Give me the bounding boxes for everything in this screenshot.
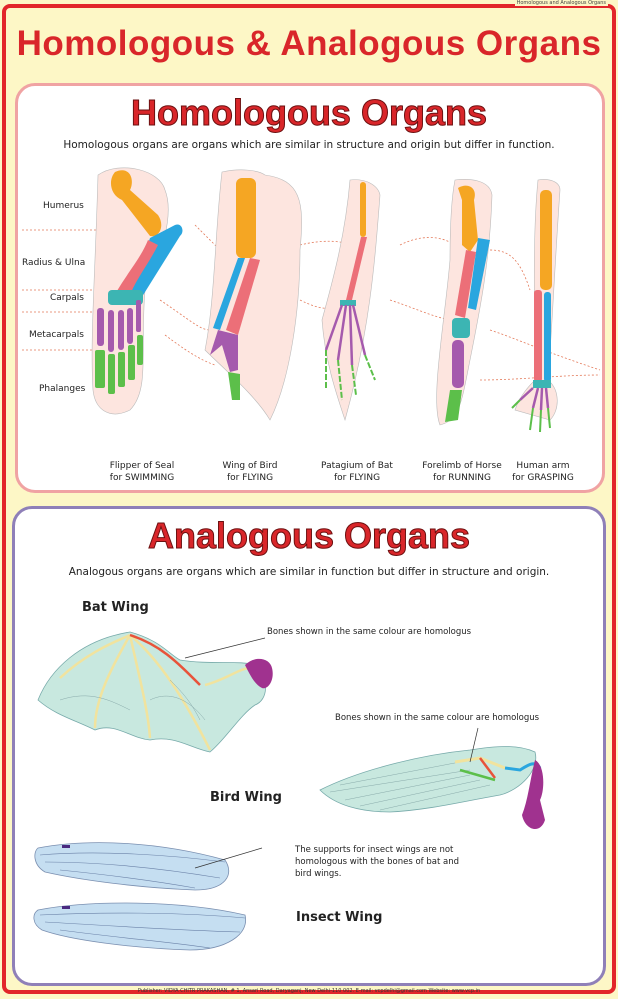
- label-radius-ulna: Radius & Ulna: [22, 258, 86, 268]
- homologous-description: Homologous organs are organs which are s…: [63, 139, 555, 151]
- poster-title: Homologous & Analogous Organs: [16, 24, 602, 63]
- bird-wing-note: Bones shown in the same colour are homol…: [335, 713, 540, 723]
- bat-wing-label: Bat Wing: [82, 600, 149, 615]
- label-phalanges: Phalanges: [39, 384, 86, 394]
- analogous-title: Analogous Organs: [147, 515, 471, 557]
- poster-frame: [2, 4, 616, 994]
- publisher-info: Publisher: VIDYA CHITR PRAKASHAN, # 1, A…: [137, 988, 481, 994]
- bat-wing-drawing: [37, 631, 273, 753]
- label-humerus: Humerus: [43, 201, 84, 211]
- insect-wing-label: Insect Wing: [296, 910, 383, 925]
- insect-wing-drawing: [33, 842, 247, 951]
- bird-wing-label: Bird Wing: [210, 790, 282, 805]
- analogous-description: Analogous organs are organs which are si…: [68, 566, 550, 578]
- header-note: Homologous and Analogous Organs: [514, 0, 608, 6]
- label-carpals: Carpals: [50, 293, 84, 303]
- homologous-title: Homologous Organs: [130, 92, 487, 134]
- bat-wing-note: Bones shown in the same colour are homol…: [267, 627, 472, 637]
- label-metacarpals: Metacarpals: [29, 330, 84, 340]
- bird-wing-drawing: [319, 746, 545, 830]
